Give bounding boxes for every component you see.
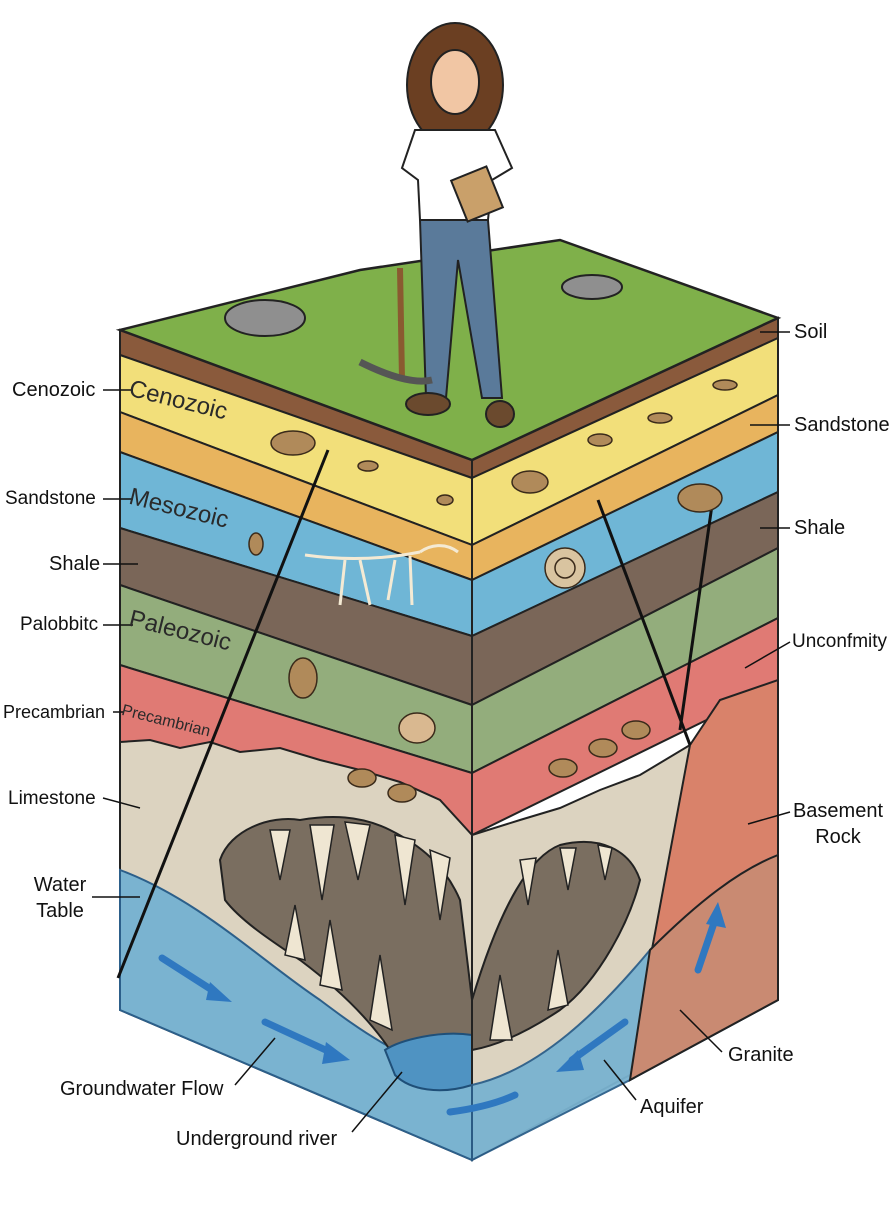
rock	[561, 274, 623, 300]
cave-opening-right	[471, 840, 642, 1052]
fault-line-right-2	[678, 504, 714, 731]
label-soil: Soil	[794, 321, 828, 343]
notebook	[449, 165, 505, 223]
label-sandstone-right: Sandstone	[794, 414, 890, 436]
label-unconformity: Unconfmity	[792, 631, 888, 652]
brachiopod-fossil	[398, 712, 436, 744]
bone-fossil	[712, 379, 738, 391]
shell-fossil	[548, 758, 578, 778]
shell-fossil	[621, 720, 651, 740]
groundwater-flow-arrows	[158, 954, 334, 1056]
bone-fossil	[357, 460, 379, 472]
rock	[224, 299, 306, 337]
shell-fossil	[588, 738, 618, 758]
stalactite	[559, 847, 577, 891]
stalactite	[344, 821, 371, 881]
stalagmite	[319, 919, 343, 991]
label-basement-rock-line2: Rock	[815, 826, 861, 848]
seed-fossil	[248, 532, 264, 556]
boot	[485, 400, 515, 428]
label-aquifer: Aquifer	[640, 1096, 704, 1118]
label-basement-rock: Basement Rock	[788, 798, 888, 850]
stalactite	[429, 848, 451, 921]
flow-arrow-head	[206, 982, 232, 1002]
label-water-table-line2: Table	[36, 900, 84, 922]
label-water-table: Water Table	[20, 872, 100, 924]
stalactite	[597, 844, 613, 881]
leader-lines	[92, 331, 791, 1133]
stalagmite	[369, 954, 393, 1032]
stalagmite	[284, 904, 306, 962]
flow-arrow-head	[556, 1050, 584, 1072]
label-cenozoic: Cenozoic	[12, 379, 96, 401]
boot	[405, 392, 451, 416]
bone-fossil	[436, 494, 454, 506]
dinosaur-skeleton	[304, 544, 459, 606]
label-underground-river: Underground river	[176, 1128, 338, 1150]
label-precambrian-left: Precambrian	[3, 702, 106, 722]
bone-fossil	[587, 433, 613, 447]
label-groundwater-flow: Groundwater Flow	[60, 1078, 224, 1100]
bone-fossil	[647, 412, 673, 424]
label-water-table-line1: Water	[33, 874, 87, 896]
stalagmite	[547, 949, 569, 1012]
stalactite	[269, 829, 291, 881]
right-face	[446, 316, 779, 1162]
label-limestone: Limestone	[8, 788, 96, 809]
geologist-figure	[358, 22, 515, 428]
label-basement-rock-line1: Basement	[792, 800, 884, 822]
stalagmite	[489, 974, 513, 1041]
stalactite	[519, 857, 537, 906]
label-shale-left: Shale	[49, 553, 101, 575]
shell-fossil	[347, 768, 377, 788]
label-palobbitc: Palobbitc	[20, 614, 99, 635]
trilobite-fossil	[288, 657, 318, 699]
label-shale-right: Shale	[794, 517, 846, 539]
label-sandstone-left: Sandstone	[5, 488, 96, 509]
pickaxe-handle	[397, 267, 405, 381]
granite-over-water	[628, 853, 779, 1082]
face	[430, 49, 480, 115]
stalactite	[309, 824, 335, 901]
groundwater-flow-arrows-right	[446, 916, 719, 1116]
label-granite: Granite	[728, 1044, 794, 1066]
ammonite-fossil	[544, 547, 586, 589]
flow-arrow-head	[706, 902, 726, 928]
pickaxe-head	[358, 358, 433, 385]
mammal-fossil	[511, 470, 549, 494]
mammoth-fossil	[270, 430, 316, 456]
fault-line-right-1	[596, 499, 692, 746]
shell-fossil	[387, 783, 417, 803]
fossils	[248, 379, 738, 803]
shell-fossil	[677, 483, 723, 513]
ammonite-fossil-core	[554, 557, 576, 579]
fault-line-left	[116, 449, 330, 979]
stalactite	[394, 834, 416, 906]
flow-arrow-head	[322, 1042, 350, 1064]
